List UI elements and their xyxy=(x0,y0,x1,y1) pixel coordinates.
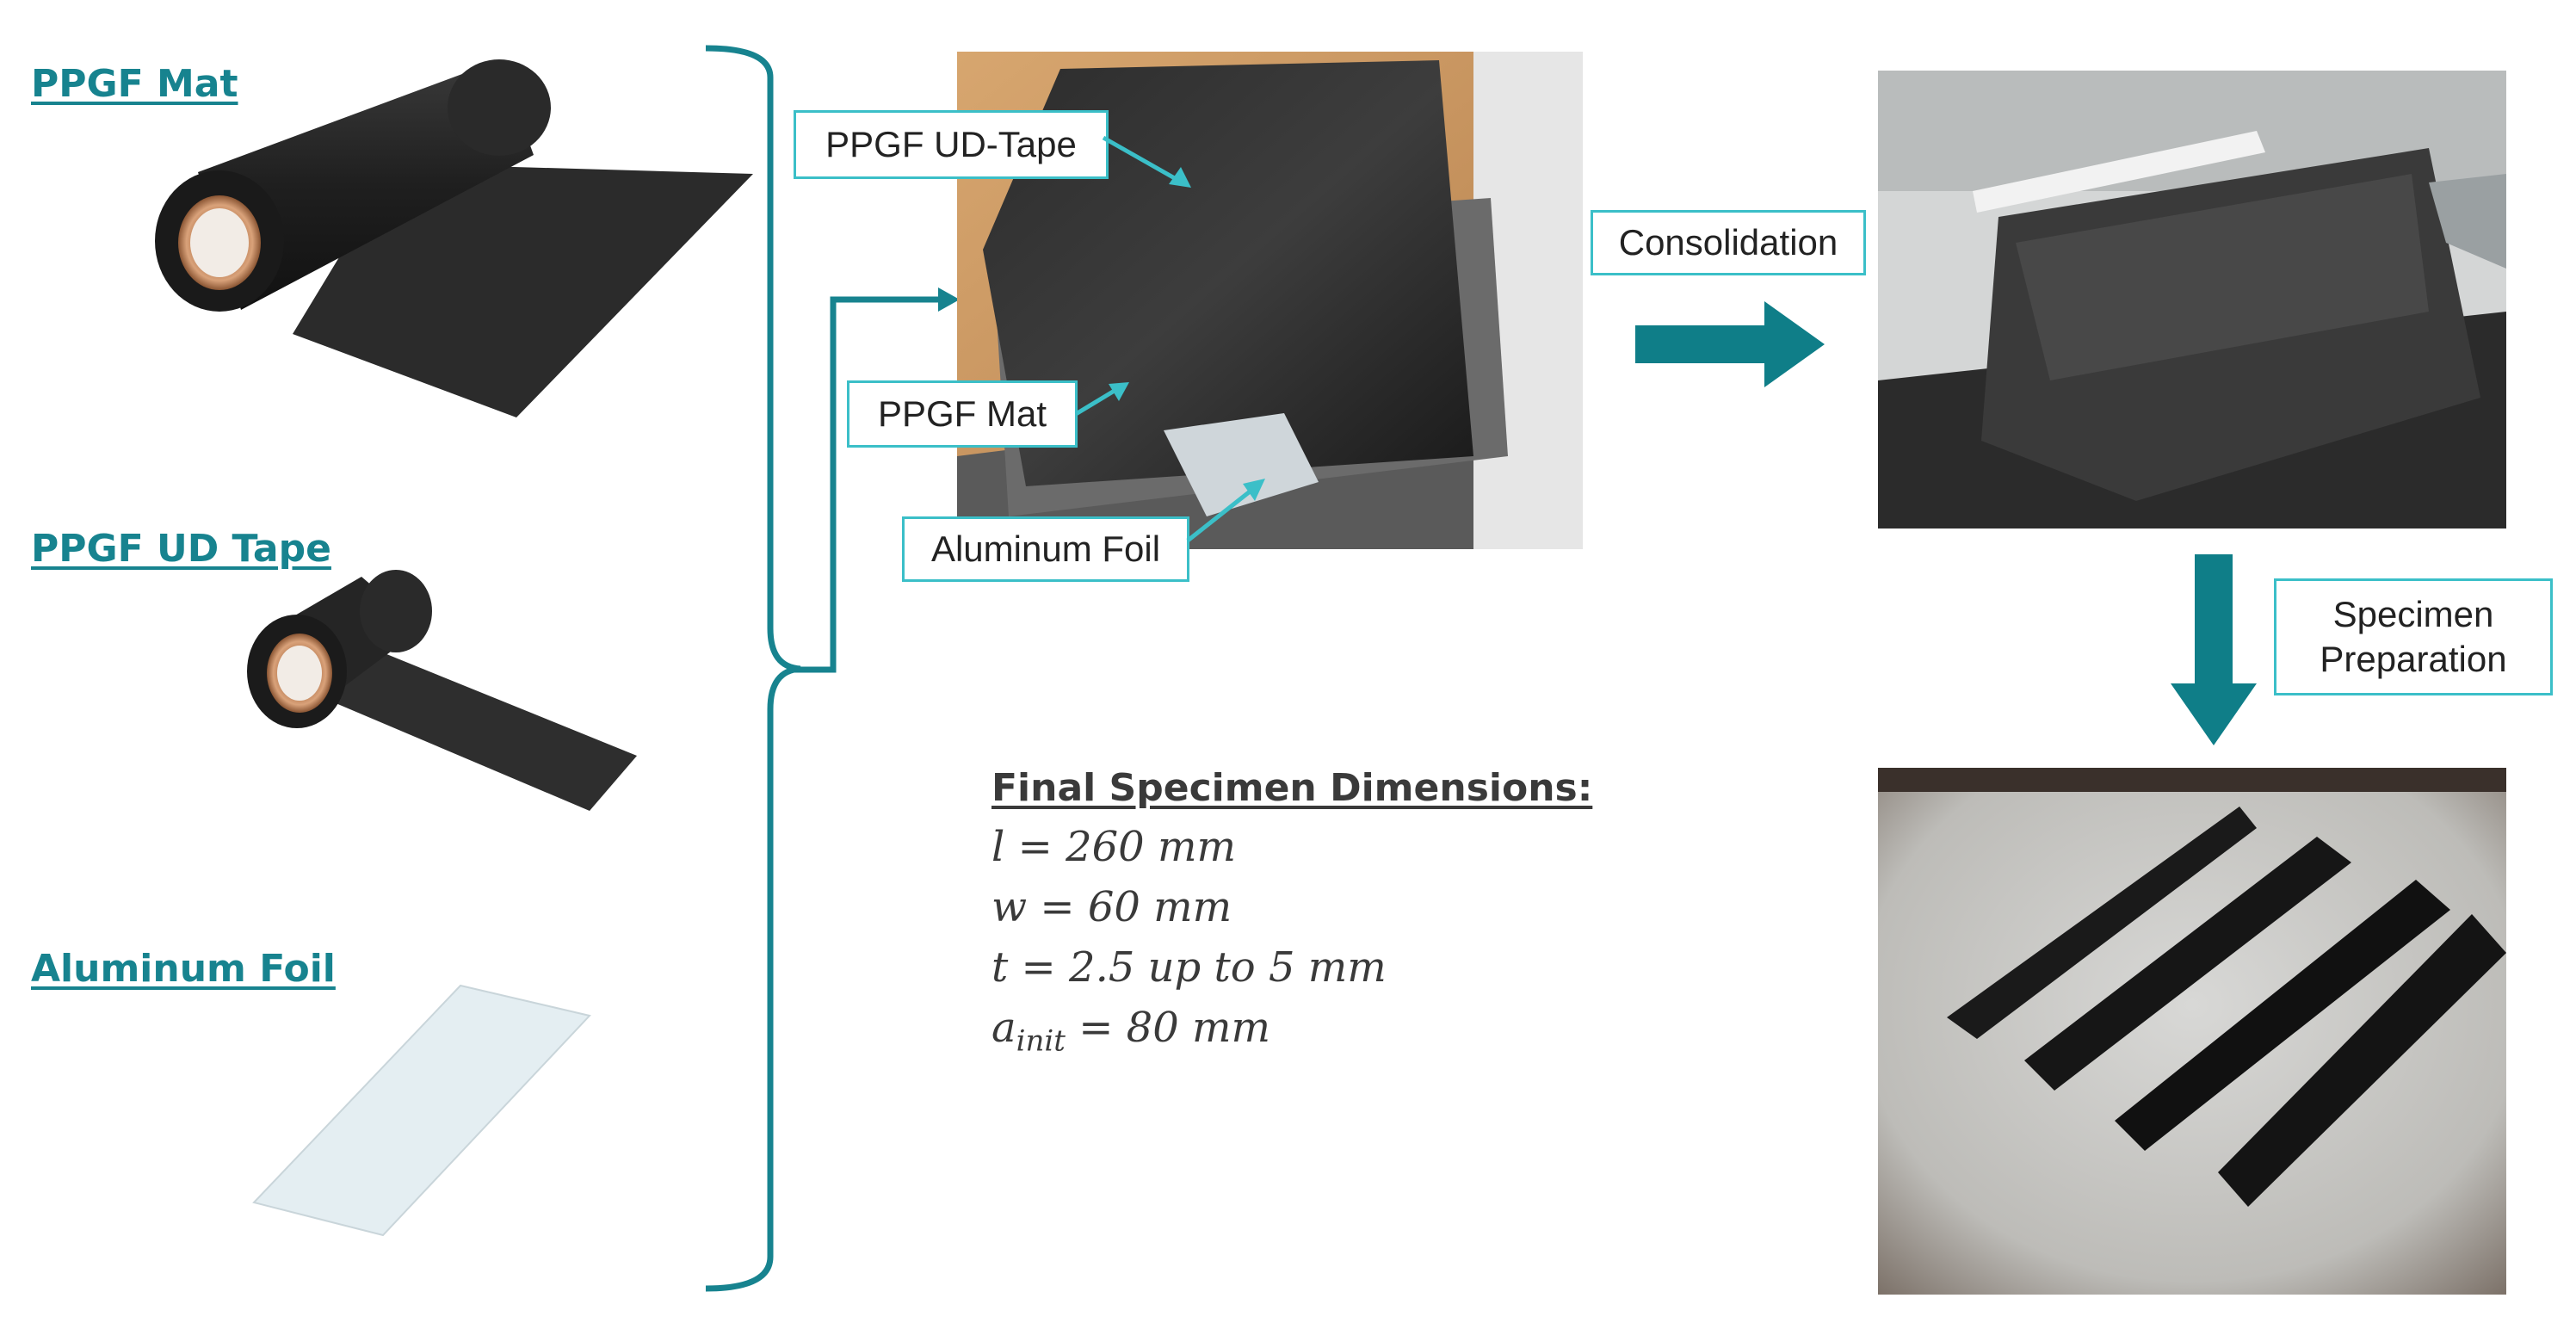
initial-crack-symbol: a xyxy=(991,1004,1016,1052)
callout-ud-tape-pointer xyxy=(1102,135,1191,188)
dimension-width: w = 60 mm xyxy=(991,883,1232,931)
dimension-thickness: t = 2.5 up to 5 mm xyxy=(991,943,1387,992)
initial-crack-subscript: init xyxy=(1016,1023,1066,1059)
material-label-ppgf-mat: PPGF Mat xyxy=(31,62,238,106)
consolidation-arrow xyxy=(1635,301,1825,387)
step-label-specimen-preparation: Specimen Preparation xyxy=(2274,578,2553,695)
ppgf-mat-roll-illustration xyxy=(155,59,753,417)
final-dimensions-block: Final Specimen Dimensions: l = 260 mm w … xyxy=(991,766,1592,1072)
initial-crack-value: = 80 mm xyxy=(1065,1004,1271,1052)
specimen-preparation-arrow xyxy=(2171,554,2257,745)
callout-foil-pointer xyxy=(1186,479,1265,542)
material-label-ppgf-ud-tape: PPGF UD Tape xyxy=(31,527,331,571)
consolidated-plate-photo xyxy=(1878,71,2506,529)
specimen-preparation-line1: Specimen xyxy=(2332,594,2494,634)
callout-aluminum-foil: Aluminum Foil xyxy=(902,516,1189,582)
dimension-length: l = 260 mm xyxy=(991,823,1236,871)
dimensions-title: Final Specimen Dimensions: xyxy=(991,766,1593,810)
specimen-preparation-line2: Preparation xyxy=(2320,639,2507,679)
ppgf-ud-tape-roll-illustration xyxy=(247,570,637,811)
dimension-initial-crack: ainit = 80 mm xyxy=(991,998,1592,1072)
layup-photo xyxy=(957,52,1583,549)
step-label-consolidation: Consolidation xyxy=(1591,210,1866,275)
callout-mat-pointer xyxy=(1074,382,1129,417)
aluminum-foil-sheet-illustration xyxy=(252,984,591,1237)
callout-ppgf-mat: PPGF Mat xyxy=(847,380,1078,448)
brace-connector-arrow xyxy=(792,287,960,673)
material-label-aluminum-foil: Aluminum Foil xyxy=(31,947,336,991)
final-specimens-photo xyxy=(1878,768,2506,1295)
callout-ppgf-ud-tape: PPGF UD-Tape xyxy=(794,110,1109,179)
